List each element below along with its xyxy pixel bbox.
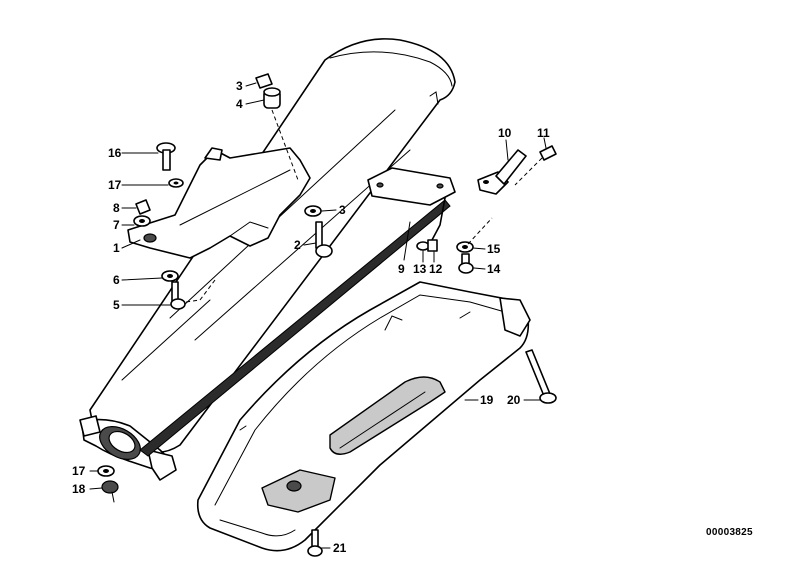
upper-shroud (79, 38, 456, 481)
part-label-12: 12 (429, 262, 443, 276)
part-label-5: 5 (113, 298, 120, 312)
screw-20 (525, 349, 557, 404)
clip-12 (427, 239, 438, 252)
screw-21 (307, 529, 323, 557)
part-label-16: 16 (108, 146, 122, 160)
sleeve-4 (263, 87, 281, 109)
clip-8 (135, 199, 151, 215)
part-label-6: 6 (113, 273, 120, 287)
bracket-10 (477, 149, 527, 195)
screw-14 (458, 253, 474, 274)
part-label-15: 15 (487, 242, 501, 256)
part-label-8: 8 (113, 201, 120, 215)
mounting-bracket (127, 147, 311, 259)
part-label-9: 9 (398, 262, 405, 276)
part-label-10: 10 (498, 126, 512, 140)
clip-nut-3-mid (304, 205, 322, 217)
washer-6 (161, 270, 179, 282)
part-label-13: 13 (413, 262, 427, 276)
part-label-20: 20 (507, 393, 521, 407)
clip-nut-3-top (255, 73, 273, 89)
reference-code: 00003825 (706, 527, 753, 538)
part-label-3-mid: 3 (339, 203, 346, 217)
screw-11 (539, 145, 557, 161)
washer-17-bottom (97, 465, 115, 477)
part-label-7: 7 (113, 218, 120, 232)
washer-15 (456, 241, 474, 253)
part-label-1: 1 (113, 241, 120, 255)
part-label-3-top: 3 (236, 79, 243, 93)
nut-7 (133, 215, 151, 227)
leader-lines (89, 82, 547, 549)
part-label-19: 19 (480, 393, 494, 407)
part-label-4: 4 (236, 97, 243, 111)
part-label-2: 2 (294, 238, 301, 252)
washer-17-top (168, 178, 184, 188)
part-label-18: 18 (72, 482, 86, 496)
screw-2 (315, 221, 333, 258)
part-label-11: 11 (537, 126, 550, 140)
screw-16 (156, 142, 176, 171)
part-label-17-bottom: 17 (72, 464, 86, 478)
part-label-14: 14 (487, 262, 501, 276)
mounting-plate (367, 167, 456, 241)
nut-18 (101, 480, 119, 503)
screw-5 (170, 281, 186, 310)
lower-shroud (196, 281, 531, 552)
part-label-21: 21 (333, 541, 347, 555)
part-label-17-top: 17 (108, 178, 122, 192)
